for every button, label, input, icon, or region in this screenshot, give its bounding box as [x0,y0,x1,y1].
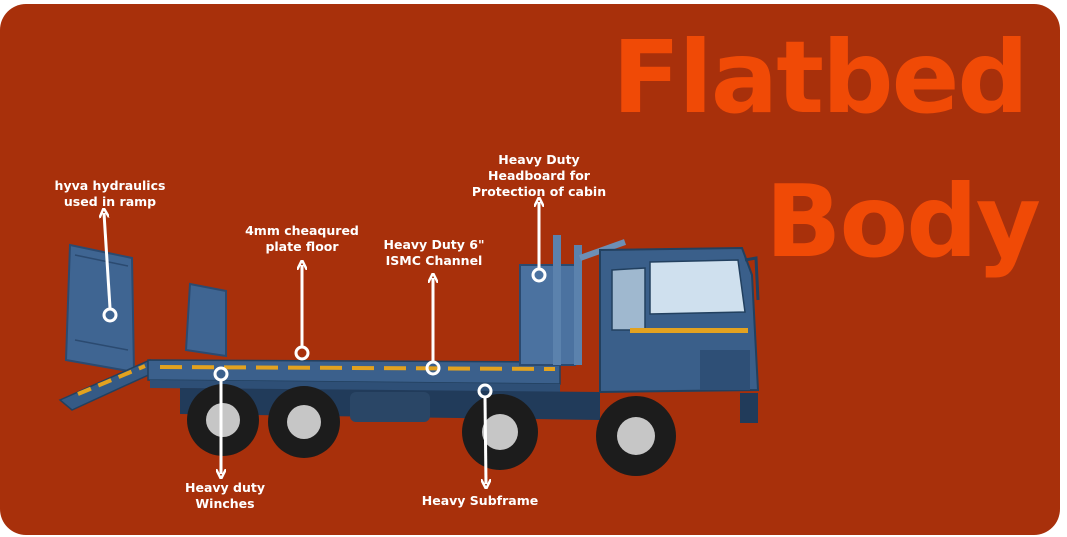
truck-cab [599,246,760,423]
headboard-frame [519,235,627,366]
pointer-subframe [485,397,486,484]
fuel-tank [350,392,430,422]
annotation-ismc: Heavy Duty 6" ISMC Channel [383,237,485,268]
pointer-hydraulics [104,213,112,309]
annotation-hydraulics: hyva hydraulics used in ramp [54,178,166,209]
wheels [187,384,676,476]
annotation-plate-floor: 4mm cheaqured plate floor [245,223,359,254]
rear-ramp-left [64,243,136,374]
title-line-2: Body [765,163,1041,280]
annotation-subframe: Heavy Subframe [421,493,539,508]
title-line-1: Flatbed [612,19,1029,136]
rear-ramp-right [184,282,227,358]
annotation-winches: Heavy duty Winches [185,480,265,511]
annotation-pointers [104,202,547,484]
slope-stripes [77,364,146,396]
annotation-headboard: Heavy Duty Headboard for Protection of c… [471,152,607,199]
